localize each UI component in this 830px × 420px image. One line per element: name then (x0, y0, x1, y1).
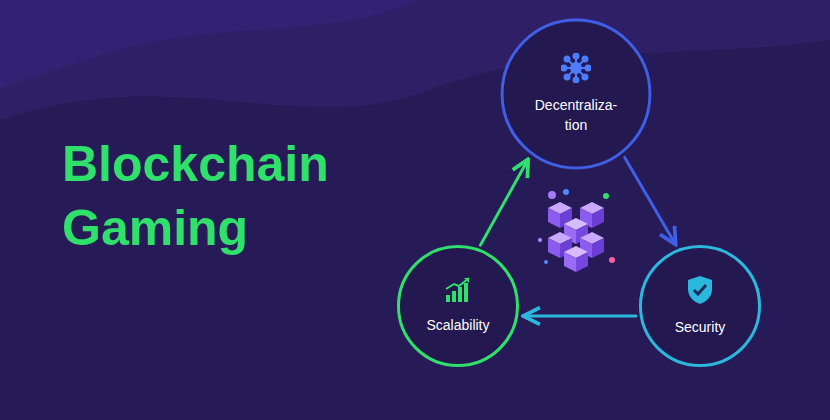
circle-outline (638, 244, 762, 368)
node-label: Security (675, 317, 726, 337)
node-label: Scalability (426, 315, 489, 335)
node-icon (444, 277, 472, 307)
cycle-arrow (523, 315, 636, 318)
cubes (548, 202, 604, 272)
page-title: Blockchain Gaming (62, 132, 362, 260)
cycle-circle: Security (638, 244, 762, 368)
cycle-circle: Scalability (396, 244, 520, 368)
background-wave (0, 0, 420, 90)
cycle-arrow (481, 159, 529, 245)
node-icon (687, 275, 713, 309)
circle-outline (396, 244, 520, 368)
node-icon (561, 53, 591, 87)
background-wave (0, 0, 830, 120)
node-label: Decentraliza- tion (524, 95, 628, 135)
cycle-arrow (625, 157, 676, 244)
sparkle-dots (538, 189, 615, 264)
circle-outline (499, 17, 653, 171)
cycle-circle: Decentraliza- tion (499, 17, 653, 171)
